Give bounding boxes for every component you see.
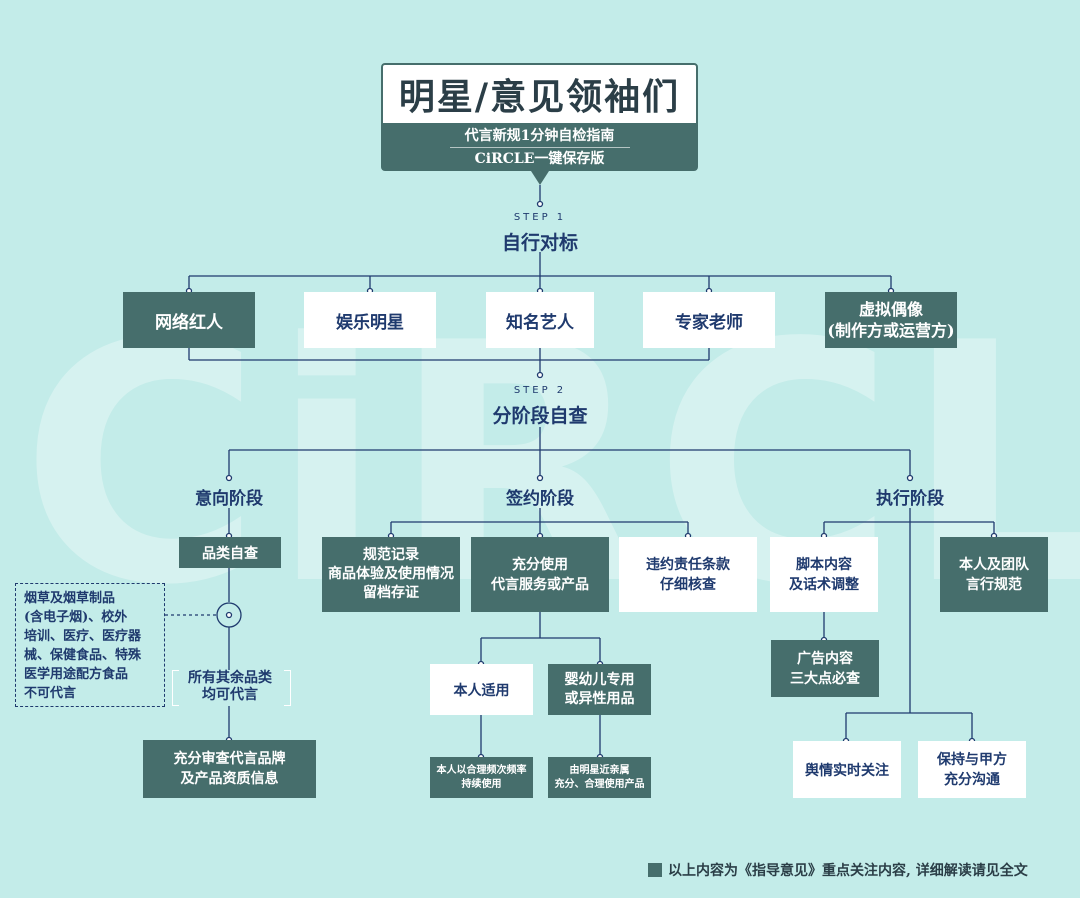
box-line: 舆情实时关注	[805, 762, 889, 779]
phase-contract-title: 签约阶段	[506, 489, 574, 509]
category-virtual-idol: 虚拟偶像 (制作方或运营方)	[825, 292, 957, 348]
category-label: 娱乐明星	[336, 312, 404, 333]
box-line: 充分、合理使用产品	[554, 778, 645, 790]
page-title: 明星/意见领袖们	[383, 65, 696, 123]
self-use-note-box: 本人以合理频次频率 持续使用	[430, 757, 533, 798]
category-label: 知名艺人	[506, 312, 574, 333]
category-famous-artist: 知名艺人	[486, 292, 594, 348]
footer-square-icon	[648, 863, 662, 877]
ad-content-check-box: 广告内容 三大点必查	[771, 640, 879, 697]
note-line: 医学用途配方食品	[24, 667, 129, 682]
infant-note-box: 由明星近亲属 充分、合理使用产品	[548, 757, 651, 798]
self-use-box: 本人适用	[430, 664, 533, 715]
note-line: 所有其余品类	[188, 670, 272, 686]
note-line: 不可代言	[24, 686, 77, 701]
team-conduct-box: 本人及团队 言行规范	[940, 537, 1048, 612]
step2-tag: STEP 2	[513, 385, 567, 396]
bracket-right	[284, 670, 291, 706]
step2-title: 分阶段自查	[492, 405, 588, 427]
box-line: 言行规范	[966, 576, 1022, 593]
script-content-box: 脚本内容 及话术调整	[770, 537, 878, 612]
subtitle: 代言新规1分钟自检指南	[464, 128, 615, 144]
category-entertainment-star: 娱乐明星	[304, 292, 436, 348]
phase-intent-title: 意向阶段	[195, 489, 263, 509]
subtitle-divider	[449, 147, 630, 148]
down-arrow-icon	[531, 171, 549, 185]
box-line: 本人以合理频次频率	[436, 764, 527, 776]
box-line: 代言服务或产品	[491, 576, 589, 593]
phase-execute-title: 执行阶段	[876, 489, 944, 509]
bracket-left	[172, 670, 179, 706]
box-line: 广告内容	[797, 650, 853, 667]
box-line: 脚本内容	[796, 556, 852, 573]
allowed-categories-note: 所有其余品类 均可代言	[170, 670, 290, 706]
box-line: 本人适用	[453, 682, 510, 699]
box-line: 及产品资质信息	[180, 771, 279, 787]
record-keeping-box: 规范记录 商品体验及使用情况 留档存证	[322, 537, 460, 612]
brand-qualification-review-box: 充分审查代言品牌 及产品资质信息	[143, 740, 316, 798]
category-label: 虚拟偶像	[858, 300, 923, 319]
note-line: 烟草及烟草制品	[24, 591, 116, 606]
note-line: 械、保健食品、特殊	[24, 648, 142, 663]
category-label: 专家老师	[675, 312, 743, 333]
client-communication-box: 保持与甲方 充分沟通	[918, 741, 1026, 798]
step1-title: 自行对标	[501, 232, 578, 254]
liability-clause-box: 违约责任条款 仔细核查	[619, 537, 757, 612]
category-label: 网络红人	[155, 312, 223, 333]
infant-product-box: 婴幼儿专用 或异性用品	[548, 664, 651, 715]
box-line: 保持与甲方	[937, 751, 1007, 768]
box-line: 或异性用品	[564, 690, 635, 707]
box-line: 违约责任条款	[646, 556, 730, 573]
box-line: 留档存证	[363, 585, 419, 601]
banned-categories-note: 烟草及烟草制品 (含电子烟)、校外 培训、医疗、医疗器 械、保健食品、特殊 医学…	[15, 583, 165, 707]
footer-text: 以上内容为《指导意见》重点关注内容, 详细解读请见全文	[668, 863, 1028, 879]
box-line: 由明星近亲属	[569, 764, 630, 776]
product-usage-box: 充分使用 代言服务或产品	[471, 537, 609, 612]
box-line: 三大点必查	[790, 670, 860, 687]
title-card: 明星/意见领袖们 代言新规1分钟自检指南 CiRCLE一键保存版	[381, 63, 698, 171]
box-line: 仔细核查	[660, 576, 716, 593]
box-line: 充分使用	[512, 556, 568, 573]
box-line: 商品体验及使用情况	[328, 566, 454, 582]
step1-tag: STEP 1	[513, 212, 567, 223]
box-line: 规范记录	[363, 547, 419, 563]
category-self-check-box: 品类自查	[179, 537, 281, 568]
box-line: 及话术调整	[789, 576, 859, 593]
title-subtitle-block: 代言新规1分钟自检指南 CiRCLE一键保存版	[383, 123, 696, 169]
category-internet-celebrity: 网络红人	[123, 292, 255, 348]
category-expert-teacher: 专家老师	[643, 292, 775, 348]
category-sublabel: (制作方或运营方)	[827, 321, 955, 340]
footer-note: 以上内容为《指导意见》重点关注内容, 详细解读请见全文	[648, 859, 1068, 881]
box-line: 充分审查代言品牌	[173, 751, 286, 767]
note-line: 培训、医疗、医疗器	[24, 629, 142, 644]
box-line: 本人及团队	[959, 556, 1029, 573]
note-line: 均可代言	[202, 687, 258, 703]
edition-label: CiRCLE一键保存版	[474, 151, 605, 167]
box-line: 婴幼儿专用	[564, 671, 635, 688]
note-line: (含电子烟)、校外	[24, 610, 128, 625]
box-line: 持续使用	[461, 778, 502, 790]
box-line: 充分沟通	[944, 771, 1000, 788]
public-opinion-box: 舆情实时关注	[793, 741, 901, 798]
